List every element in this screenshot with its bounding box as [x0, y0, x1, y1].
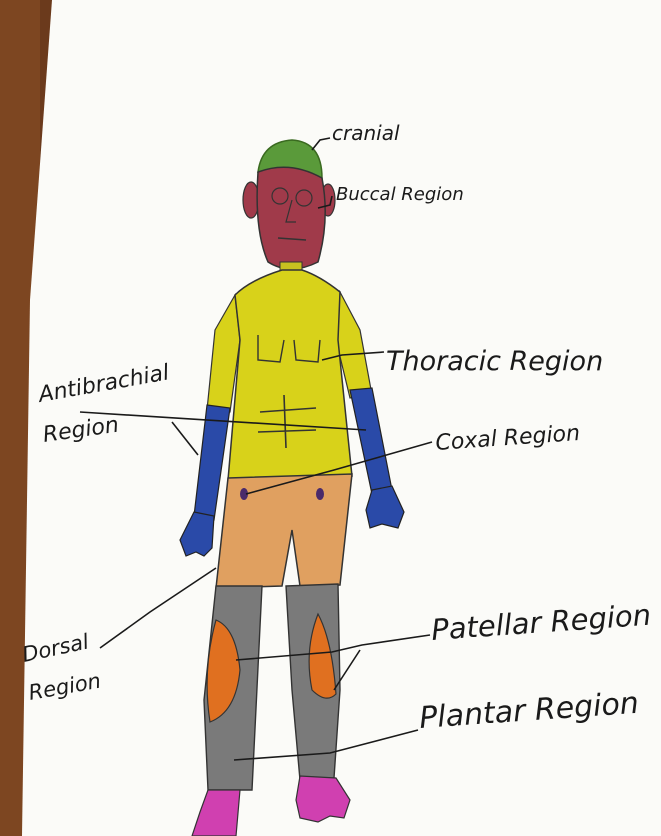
label-thoracic: Thoracic Region — [386, 346, 603, 377]
label-buccal: Buccal Region — [336, 184, 464, 205]
right-hip-mark — [316, 488, 324, 500]
hips — [216, 474, 352, 588]
torso — [228, 270, 352, 480]
head-face — [257, 167, 325, 269]
label-cranial: cranial — [332, 121, 400, 145]
